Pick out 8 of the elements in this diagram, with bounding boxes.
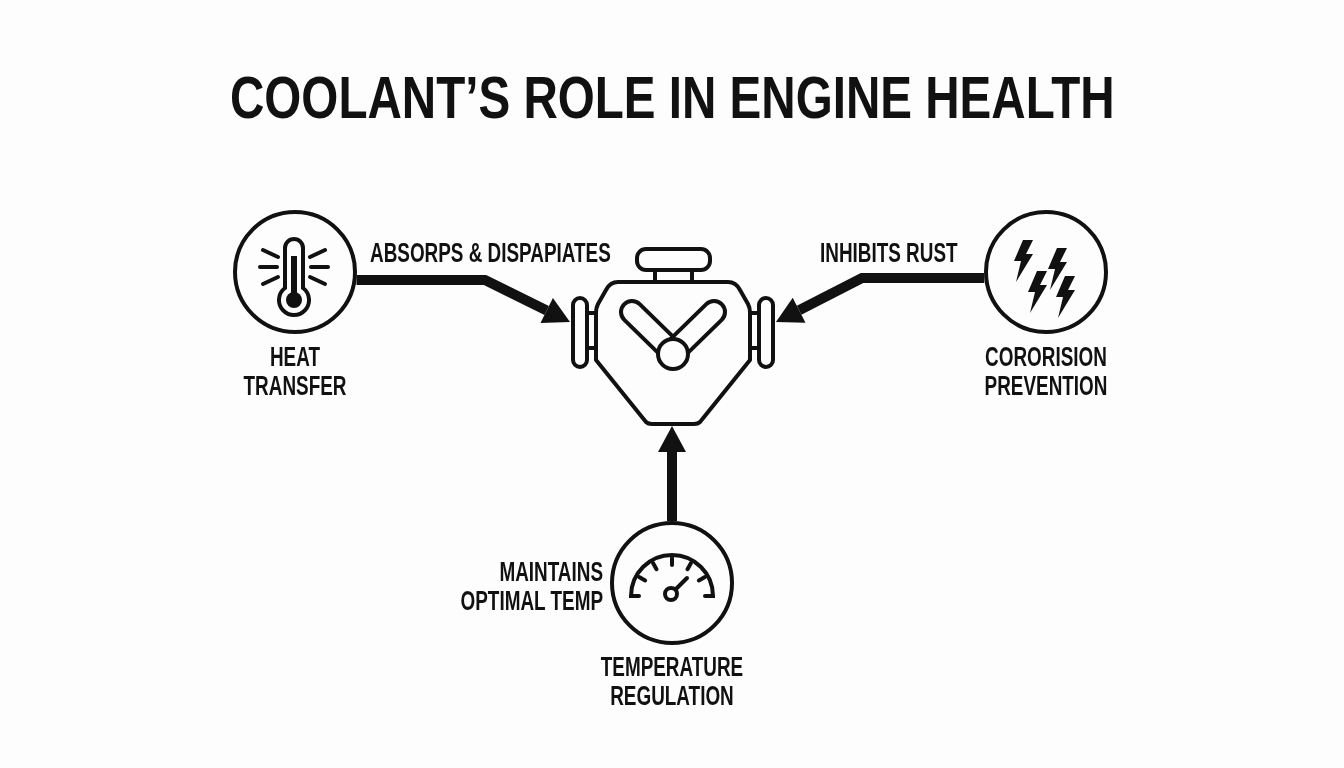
arrow <box>356 275 570 324</box>
side-note: MAINTAINS OPTIMAL TEMP <box>459 557 603 616</box>
node-label: HEAT TRANSFER <box>242 342 348 401</box>
node-label: TEMPERATURE REGULATION <box>599 652 745 711</box>
node-label: CORORISION PREVENTION <box>983 342 1109 401</box>
arrow <box>658 426 686 521</box>
arrow <box>775 273 985 323</box>
title: COOLANT’S ROLE IN ENGINE HEALTH <box>229 63 1115 133</box>
